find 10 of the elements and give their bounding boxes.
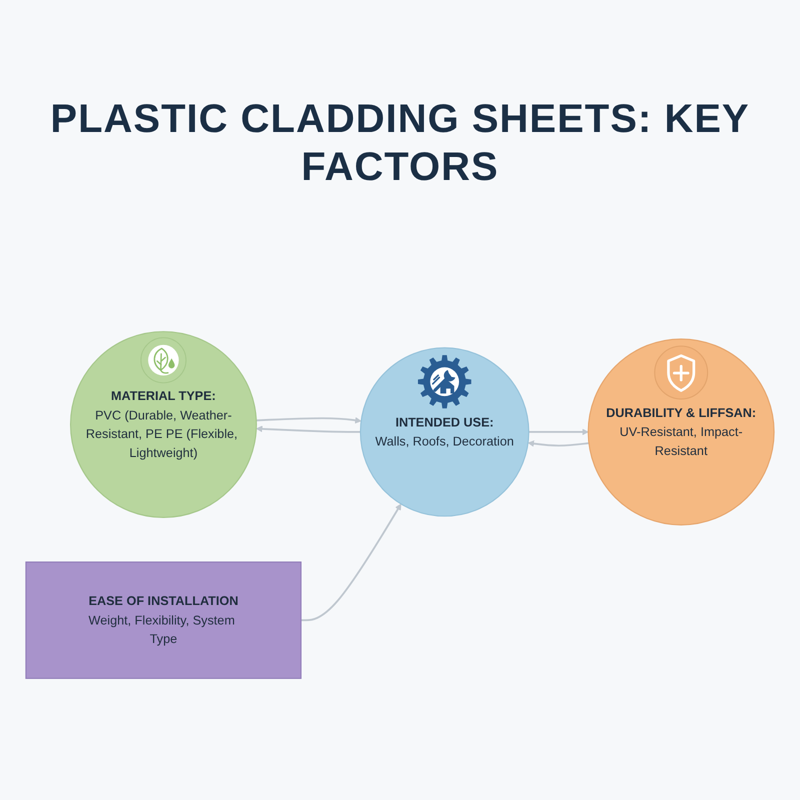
arrow	[256, 426, 360, 433]
node-circle: INTENDED USE: Walls, Roofs, Decoration	[360, 347, 530, 517]
arrow	[528, 440, 590, 447]
node-box: EASE OF INSTALLATION Weight, Flexibility, System Type	[25, 562, 302, 679]
arrow	[256, 417, 362, 424]
arrow	[528, 428, 589, 436]
node-circle: DURABILITY & LIFFSAN: UV-Resistant, Impact-Resistant	[588, 338, 775, 526]
arrow	[300, 504, 402, 622]
title: PLASTIC CLADDING SHEETS: KEY FACTORS	[49, 96, 751, 191]
node-circle: MATERIAL TYPE: PVC (Durable, Weather-Resistant, PE PE (Flexible, Lightweight)	[70, 331, 257, 518]
